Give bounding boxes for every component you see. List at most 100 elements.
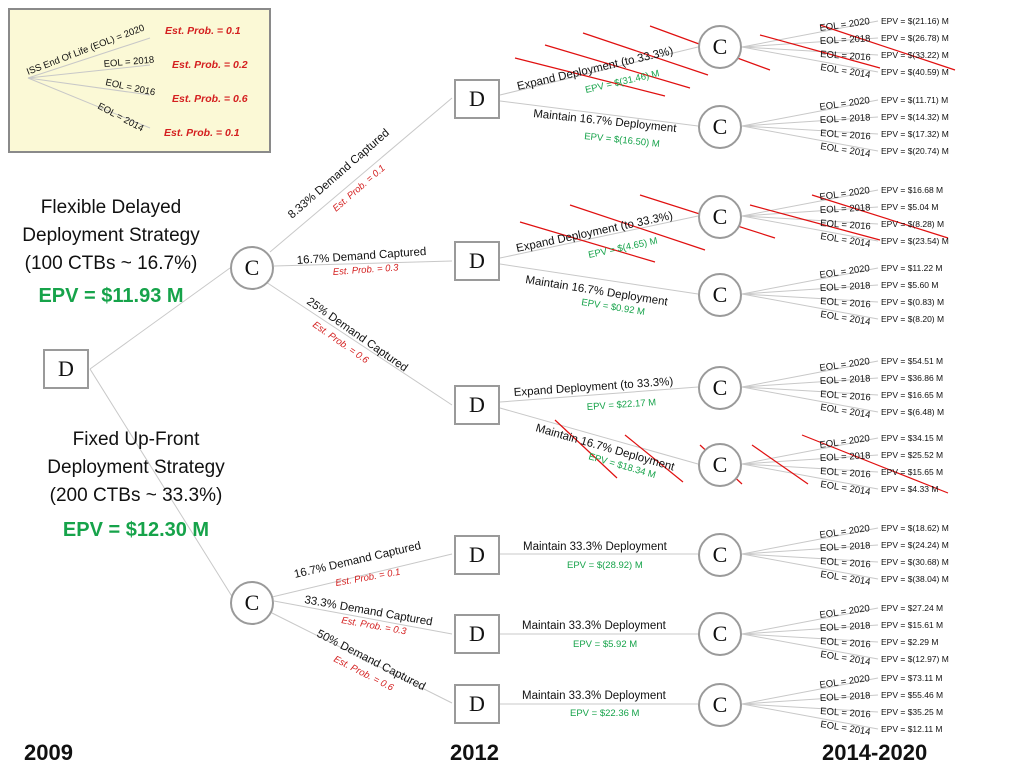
- eol-label: EOL = 2020: [819, 673, 871, 691]
- outcome-value: EPV = $11.22 M: [881, 263, 943, 273]
- outcome-value: EPV = $2.29 M: [881, 637, 938, 647]
- outcome-value: EPV = $34.15 M: [881, 433, 943, 443]
- eol-label: EOL = 2020: [819, 16, 871, 34]
- outcome-value: EPV = $55.46 M: [881, 690, 943, 700]
- eol-branch-line: [741, 694, 879, 705]
- eol-branch-line: [741, 553, 879, 580]
- eol-label: EOL = 2018: [820, 280, 871, 294]
- eol-label: EOL = 2018: [820, 450, 871, 464]
- eol-label: EOL = 2020: [819, 433, 871, 451]
- outcome-value: EPV = $(8.28) M: [881, 219, 944, 229]
- eol-branch-line: [741, 125, 879, 152]
- legend-branch-label: EOL = 2018: [103, 55, 154, 70]
- flexible-strategy-epv: EPV = $11.93 M: [38, 285, 184, 307]
- eol-branch-line: [741, 624, 879, 635]
- eol-branch-line: [741, 607, 879, 635]
- eol-branch-line: [741, 527, 879, 555]
- eol-branch-line: [741, 553, 879, 563]
- eol-label: EOL = 2016: [820, 636, 871, 651]
- eol-label: EOL = 2014: [820, 62, 872, 81]
- outcome-value: EPV = $(23.54) M: [881, 236, 949, 246]
- eol-label: EOL = 2018: [820, 112, 871, 126]
- decision-node: D: [454, 385, 500, 425]
- eol-label: EOL = 2016: [820, 128, 871, 143]
- eol-label: EOL = 2014: [820, 141, 872, 160]
- root-decision-node: D: [43, 349, 89, 389]
- eol-label: EOL = 2020: [819, 263, 871, 281]
- fixed-strategy-label: Fixed Up-Front Deployment Strategy (200 …: [24, 426, 248, 510]
- eol-branch-line: [741, 360, 879, 388]
- legend-prob: Est. Prob. = 0.1: [165, 25, 241, 37]
- year-2012: 2012: [450, 740, 499, 765]
- decision-node: D: [454, 535, 500, 575]
- eol-label: EOL = 2018: [820, 373, 871, 387]
- eol-branch-line: [741, 215, 879, 225]
- action-epv: EPV = $(4.65) M: [587, 236, 658, 261]
- legend-labels: ISS End Of Life (EOL) = 2020 EOL = 2018 …: [25, 23, 156, 135]
- eol-label: EOL = 2016: [820, 389, 871, 404]
- eol-branch-line: [741, 284, 879, 295]
- legend-branch-label: EOL = 2016: [104, 77, 156, 98]
- outcome-value: EPV = $(14.32) M: [881, 112, 949, 122]
- legend-lines: [27, 37, 151, 129]
- year-2009: 2009: [24, 740, 73, 765]
- chance-node: C: [698, 533, 742, 577]
- eol-label: EOL = 2018: [820, 202, 871, 216]
- outcome-value: EPV = $5.04 M: [881, 202, 938, 212]
- decision-node: D: [454, 79, 500, 119]
- eol-label: EOL = 2014: [820, 479, 872, 498]
- action-label: Maintain 33.3% Deployment: [522, 620, 667, 632]
- eol-label: EOL = 2014: [820, 649, 872, 668]
- eol-branch-line: [741, 386, 879, 396]
- fixed-strategy-line3: (200 CTBs ~ 33.3%): [49, 485, 223, 506]
- flexible-strategy-label: Flexible Delayed Deployment Strategy (10…: [4, 194, 218, 278]
- flexible-strategy-line3: (100 CTBs ~ 16.7%): [24, 253, 198, 274]
- legend-branch-label: EOL = 2014: [96, 101, 146, 134]
- outcome-value: EPV = $(6.48) M: [881, 407, 944, 417]
- eol-branch-line: [741, 215, 879, 242]
- legend-box: [8, 8, 271, 153]
- outcome-value: EPV = $(11.71) M: [881, 95, 948, 105]
- flexible-strategy-line2: Deployment Strategy: [22, 225, 200, 246]
- chance-node: C: [698, 612, 742, 656]
- outcome-value: EPV = $(17.32) M: [881, 129, 949, 139]
- demand-prob: Est. Prob. = 0.1: [335, 567, 402, 589]
- chance-node: C: [698, 105, 742, 149]
- legend-root-label: ISS End Of Life (EOL) = 2020: [25, 23, 146, 78]
- action-epv: EPV = $22.36 M: [570, 708, 640, 719]
- decision-node: D: [454, 614, 500, 654]
- year-2014-2020: 2014-2020: [822, 740, 928, 765]
- chance-node: C: [698, 273, 742, 317]
- eol-branch-line: [741, 46, 879, 56]
- eol-branch-line: [741, 99, 879, 127]
- eol-label: EOL = 2018: [820, 540, 871, 554]
- eol-branch-line: [741, 293, 879, 320]
- eol-branch-line: [741, 116, 879, 127]
- fixed-strategy-epv: EPV = $12.30 M: [62, 519, 210, 541]
- eol-branch-line: [741, 125, 879, 135]
- flexible-strategy-line1: Flexible Delayed: [40, 197, 182, 218]
- legend-prob: Est. Prob. = 0.2: [172, 59, 248, 71]
- outcome-value: EPV = $(33.22) M: [881, 50, 949, 60]
- eol-label: EOL = 2014: [820, 719, 872, 738]
- outcome-value: EPV = $(18.62) M: [881, 523, 949, 533]
- outcome-value: EPV = $(8.20) M: [881, 314, 944, 324]
- eol-branch-line: [741, 20, 879, 48]
- outcome-value: EPV = $54.51 M: [881, 356, 943, 366]
- outcome-value: EPV = $(38.04) M: [881, 574, 949, 584]
- outcome-value: EPV = $12.11 M: [881, 724, 943, 734]
- eol-label: EOL = 2016: [820, 218, 871, 233]
- fixed-strategy-line1: Fixed Up-Front: [72, 429, 200, 450]
- eol-label: EOL = 2020: [819, 523, 871, 541]
- eol-branch-line: [741, 377, 879, 388]
- eol-branch-line: [741, 703, 879, 713]
- eol-branch-line: [741, 386, 879, 413]
- eol-label: EOL = 2018: [820, 33, 871, 47]
- fixed-strategy-line2: Deployment Strategy: [47, 457, 225, 478]
- eol-label: EOL = 2018: [820, 690, 871, 704]
- eol-branch-line: [741, 37, 879, 48]
- outcome-value: EPV = $35.25 M: [881, 707, 943, 717]
- outcome-value: EPV = $(26.78) M: [881, 33, 949, 43]
